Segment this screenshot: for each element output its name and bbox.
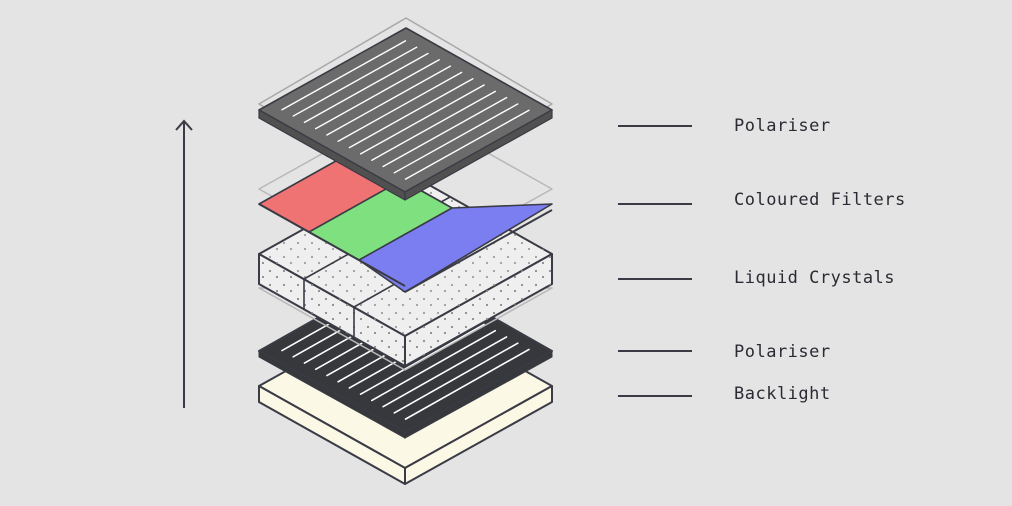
grating-line xyxy=(292,46,418,117)
leader-line-liquid-crystals xyxy=(618,278,692,280)
label-liquid-crystals: Liquid Crystals xyxy=(734,268,896,288)
grating-line xyxy=(393,342,519,414)
arrow-up-icon xyxy=(175,119,193,408)
grating-line xyxy=(371,90,497,161)
leader-line-polariser-top xyxy=(618,125,692,127)
label-polariser-top: Polariser xyxy=(734,116,831,136)
grating-line xyxy=(393,103,519,174)
leader-line-polariser-bottom xyxy=(618,350,692,352)
grating-line xyxy=(303,52,429,124)
top-polariser-layer xyxy=(258,17,553,201)
grating-line xyxy=(348,78,474,149)
leader-line-coloured-filters xyxy=(618,203,692,205)
grating-line xyxy=(371,329,497,402)
label-polariser-bottom: Polariser xyxy=(734,342,831,362)
grating-line xyxy=(359,84,485,155)
label-backlight: Backlight xyxy=(734,384,831,404)
grating-line xyxy=(359,323,485,396)
grating-line xyxy=(281,40,407,111)
grating-line xyxy=(314,59,440,130)
grating-line xyxy=(337,71,463,142)
grating-line xyxy=(382,96,508,168)
grating-line xyxy=(404,348,530,420)
leader-line-backlight xyxy=(618,395,692,397)
grating-line xyxy=(326,65,452,136)
label-coloured-filters: Coloured Filters xyxy=(734,190,906,210)
grating-line xyxy=(404,109,530,180)
grating-line xyxy=(382,336,508,408)
